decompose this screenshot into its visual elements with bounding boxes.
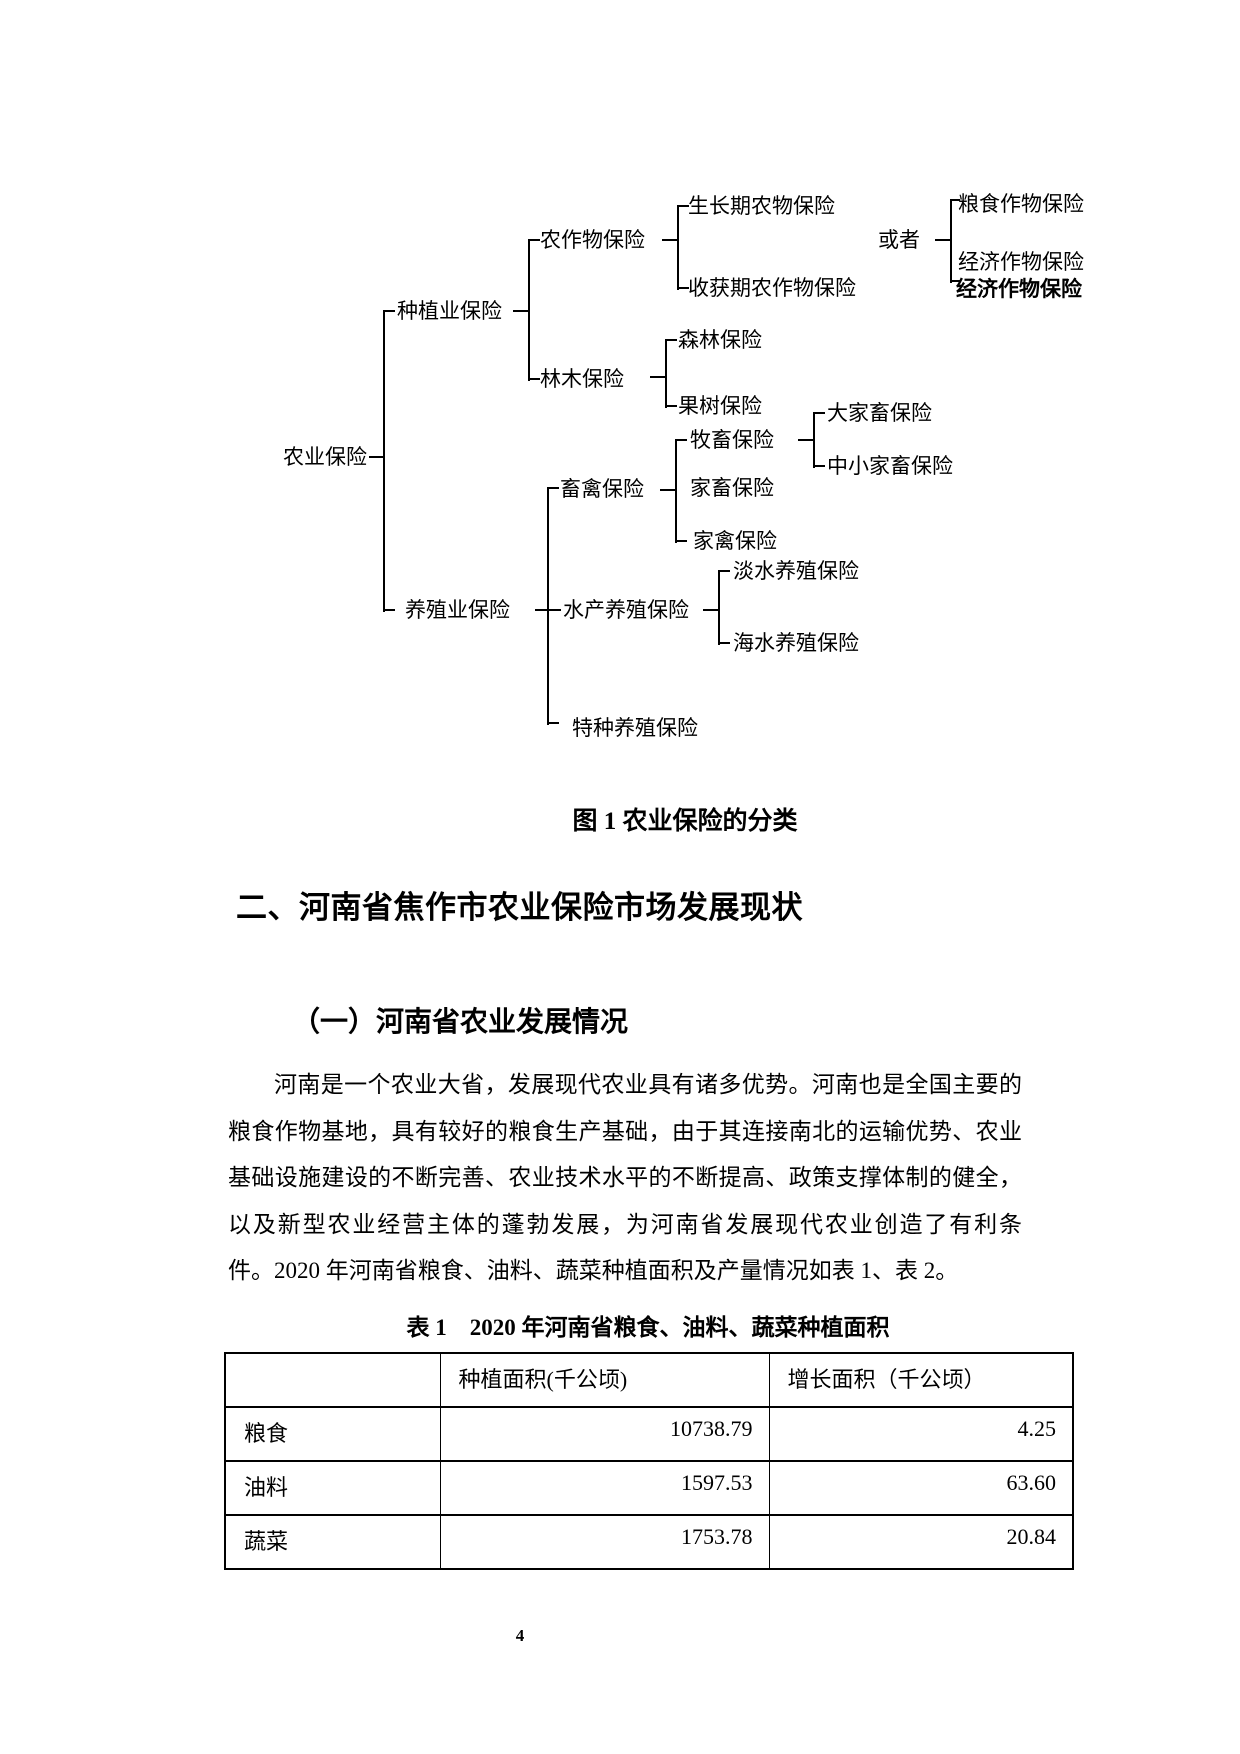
tree-node-grain-crop-insurance: 粮食作物保险	[958, 192, 1084, 216]
tree-line	[547, 722, 559, 724]
table-row: 粮食 10738.79 4.25	[224, 1406, 1074, 1462]
tree-line	[718, 642, 730, 644]
tree-line	[547, 487, 559, 489]
tree-line	[950, 199, 960, 201]
paragraph-line: 河南是一个农业大省，发展现代农业具有诸多优势。河南也是全国主要的	[274, 1072, 1022, 1097]
tree-line	[703, 609, 720, 611]
tree-line	[677, 206, 679, 290]
table1: 种植面积(千公顷) 增长面积（千公顷） 粮食 10738.79 4.25 油料 …	[224, 1352, 1074, 1570]
tree-line	[935, 239, 952, 241]
tree-line	[369, 456, 385, 458]
tree-node-breeding-insurance: 养殖业保险	[405, 598, 510, 622]
tree-line	[675, 540, 687, 542]
planting-area-value: 10738.79	[439, 1406, 770, 1462]
tree-line	[383, 609, 395, 611]
tree-node-forest-insurance: 森林保险	[678, 328, 762, 352]
table-header-row: 种植面积(千公顷) 增长面积（千公顷）	[224, 1352, 1074, 1408]
row-label: 粮食	[224, 1406, 441, 1462]
tree-line	[677, 205, 689, 207]
tree-node-or-label: 或者	[878, 228, 920, 252]
tree-node-agricultural-insurance: 农业保险	[283, 445, 367, 469]
tree-line	[660, 489, 677, 491]
tree-line	[813, 412, 825, 414]
growth-area-value: 63.60	[768, 1460, 1074, 1516]
table-row: 油料 1597.53 63.60	[224, 1460, 1074, 1516]
tree-line	[813, 465, 825, 467]
tree-node-freshwater-insurance: 淡水养殖保险	[733, 559, 859, 583]
section-heading: 二、河南省焦作市农业保险市场发展现状	[236, 890, 803, 925]
tree-line	[675, 439, 687, 441]
tree-line	[950, 280, 960, 282]
table-header-empty	[224, 1352, 441, 1408]
table1-caption: 表 1 2020 年河南省粮食、油料、蔬菜种植面积	[406, 1315, 890, 1340]
paragraph-line: 件。2020 年河南省粮食、油料、蔬菜种植面积及产量情况如表 1、表 2。	[228, 1258, 959, 1283]
tree-node-planting-insurance: 种植业保险	[397, 299, 502, 323]
tree-node-seawater-insurance: 海水养殖保险	[733, 631, 859, 655]
tree-line	[798, 439, 815, 441]
tree-line	[662, 239, 679, 241]
tree-line	[535, 609, 561, 611]
tree-node-poultry-insurance: 家禽保险	[693, 529, 777, 553]
tree-line	[383, 310, 395, 312]
tree-line	[528, 239, 540, 241]
tree-line	[650, 376, 667, 378]
tree-line	[718, 570, 730, 572]
planting-area-value: 1597.53	[439, 1460, 770, 1516]
tree-node-cash-crop-insurance-duplicate: 经济作物保险	[956, 277, 1082, 301]
figure1-tree: 农业保险 种植业保险 养殖业保险 农作物保险 林木保险 生长期农物保险 收获期农…	[0, 0, 1240, 790]
tree-node-livestock-poultry-insurance: 畜禽保险	[560, 477, 644, 501]
tree-node-pastoral-insurance: 牧畜保险	[690, 428, 774, 452]
body-paragraph: 河南是一个农业大省，发展现代农业具有诸多优势。河南也是全国主要的 粮食作物基地，…	[228, 1062, 1022, 1295]
tree-line	[950, 200, 952, 283]
table-header-growth-area: 增长面积（千公顷）	[768, 1352, 1074, 1408]
paragraph-line: 粮食作物基地，具有较好的粮食生产基础，由于其连接南北的运输优势、农业	[228, 1118, 1022, 1144]
planting-area-value: 1753.78	[439, 1514, 770, 1570]
table-row: 蔬菜 1753.78 20.84	[224, 1514, 1074, 1570]
paragraph-line: 基础设施建设的不断完善、农业技术水平的不断提高、政策支撑体制的健全，	[228, 1165, 1022, 1190]
tree-node-growth-period-insurance: 生长期农物保险	[688, 194, 835, 218]
tree-line	[718, 571, 720, 645]
tree-line	[665, 340, 667, 408]
tree-node-large-livestock-insurance: 大家畜保险	[827, 401, 932, 425]
tree-node-aquaculture-insurance: 水产养殖保险	[563, 598, 689, 622]
page-number: 4	[515, 1626, 525, 1645]
figure1-caption: 图 1 农业保险的分类	[572, 808, 798, 835]
tree-node-crop-insurance: 农作物保险	[540, 228, 645, 252]
tree-line	[665, 339, 677, 341]
tree-node-special-breeding-insurance: 特种养殖保险	[572, 716, 698, 740]
tree-line	[528, 378, 540, 380]
table-header-planting-area: 种植面积(千公顷)	[439, 1352, 770, 1408]
row-label: 油料	[224, 1460, 441, 1516]
subsection-heading: （一）河南省农业发展情况	[292, 1007, 629, 1038]
growth-area-value: 4.25	[768, 1406, 1074, 1462]
tree-line	[675, 440, 677, 543]
tree-line	[665, 405, 677, 407]
tree-line	[513, 310, 530, 312]
tree-node-cash-crop-insurance: 经济作物保险	[958, 250, 1084, 274]
tree-node-livestock-insurance: 家畜保险	[690, 476, 774, 500]
paragraph-line: 以及新型农业经营主体的蓬勃发展，为河南省发展现代农业创造了有利条	[228, 1211, 1022, 1237]
tree-node-forest-wood-insurance: 林木保险	[540, 367, 624, 391]
tree-line	[677, 287, 689, 289]
tree-line	[547, 488, 549, 725]
row-label: 蔬菜	[224, 1514, 441, 1570]
tree-node-mid-small-livestock-insurance: 中小家畜保险	[827, 454, 953, 478]
tree-line	[383, 311, 385, 612]
tree-node-harvest-period-insurance: 收获期农作物保险	[688, 276, 856, 300]
growth-area-value: 20.84	[768, 1514, 1074, 1570]
tree-node-fruit-tree-insurance: 果树保险	[678, 394, 762, 418]
